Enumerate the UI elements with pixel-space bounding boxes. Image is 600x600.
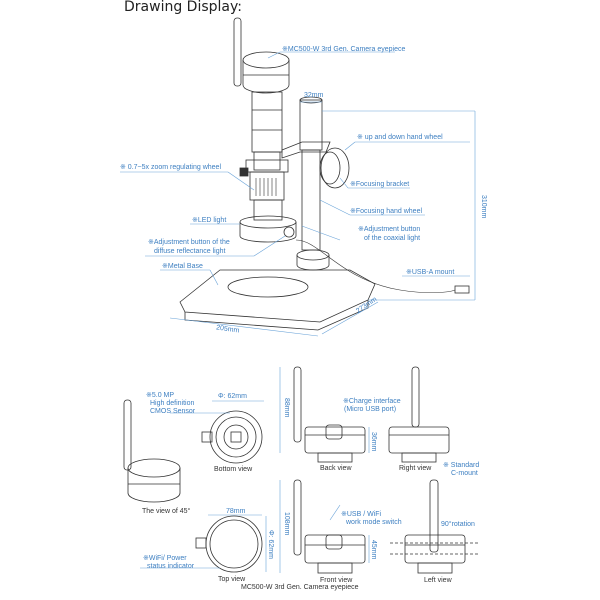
dim-front-height: 108mm xyxy=(283,512,290,536)
bottom-view-drawing xyxy=(201,410,263,464)
front-view-drawing xyxy=(293,479,366,574)
label-camera-eyepiece: ※MC500-W 3rd Gen. Camera eyepiece xyxy=(282,46,406,53)
label-focusing-wheel: ※Focusing hand wheel xyxy=(350,208,423,215)
caption-right-view: Right view xyxy=(399,465,432,472)
main-microscope-drawing xyxy=(179,17,470,331)
dim-top-width: 78mm xyxy=(226,508,246,515)
right-view-drawing xyxy=(388,366,450,463)
label-switch-1: ※USB / WiFi xyxy=(341,511,382,518)
label-led-light: ※LED light xyxy=(192,217,227,224)
label-sensor-1: ※5.0 MP xyxy=(146,392,175,399)
back-view-drawing xyxy=(293,366,366,463)
dim-back-body: 36mm xyxy=(370,432,377,452)
dim-back-height: 88mm xyxy=(283,398,290,418)
label-zoom-wheel: ※ 0.7~5x zoom regulating wheel xyxy=(120,164,222,171)
caption-left-view: Left view xyxy=(424,577,452,584)
footer-caption: MC500-W 3rd Gen. Camera eyepiece xyxy=(241,584,359,591)
label-cmount-1: ※ Standard xyxy=(443,462,480,469)
label-charge-2: (Micro USB port) xyxy=(344,406,397,413)
caption-back-view: Back view xyxy=(320,465,352,472)
caption-top-view: Top view xyxy=(218,576,246,583)
label-rotation: 90°rotation xyxy=(441,521,475,528)
label-metal-base: ※Metal Base xyxy=(162,263,203,270)
label-sensor-3: CMOS Sensor xyxy=(150,408,196,415)
caption-bottom-view: Bottom view xyxy=(214,466,253,473)
label-adj-coaxial-2: of the coaxial light xyxy=(364,235,421,242)
label-cmount-2: C-mount xyxy=(451,470,478,477)
dim-eyepiece-width: 32mm xyxy=(304,92,324,99)
page-title: Drawing Display: xyxy=(124,0,242,15)
left-view-drawing xyxy=(390,479,480,574)
top-view-drawing xyxy=(195,515,263,573)
caption-front-view: Front view xyxy=(320,577,353,584)
label-adj-diffuse-2: diffuse reflectance light xyxy=(154,248,226,255)
label-focusing-bracket: ※Focusing bracket xyxy=(350,181,410,188)
label-usb-mount: ※USB-A mount xyxy=(406,269,455,276)
label-sensor-2: High definition xyxy=(150,400,195,407)
label-adj-diffuse-1: ※Adjustment button of the xyxy=(148,239,230,246)
caption-view-45: The view of 45° xyxy=(142,508,191,515)
dim-front-body: 45mm xyxy=(370,540,377,560)
dimension-lines xyxy=(120,51,476,573)
dim-top-diameter: Φ: 62mm xyxy=(267,530,274,559)
label-charge-1: ※Charge interface xyxy=(343,398,401,405)
dim-bottom-diameter: Φ: 62mm xyxy=(218,393,247,400)
label-adj-coaxial-1: ※Adjustment button xyxy=(358,226,421,233)
dim-height: 310mm xyxy=(480,195,487,219)
label-switch-2: work mode switch xyxy=(346,519,402,526)
label-wifi-2: status indicator xyxy=(147,563,195,570)
view-45-drawing xyxy=(123,399,181,503)
label-up-down-wheel: ※ up and down hand wheel xyxy=(357,134,443,141)
label-wifi-1: ※WiFi/ Power xyxy=(143,555,187,562)
